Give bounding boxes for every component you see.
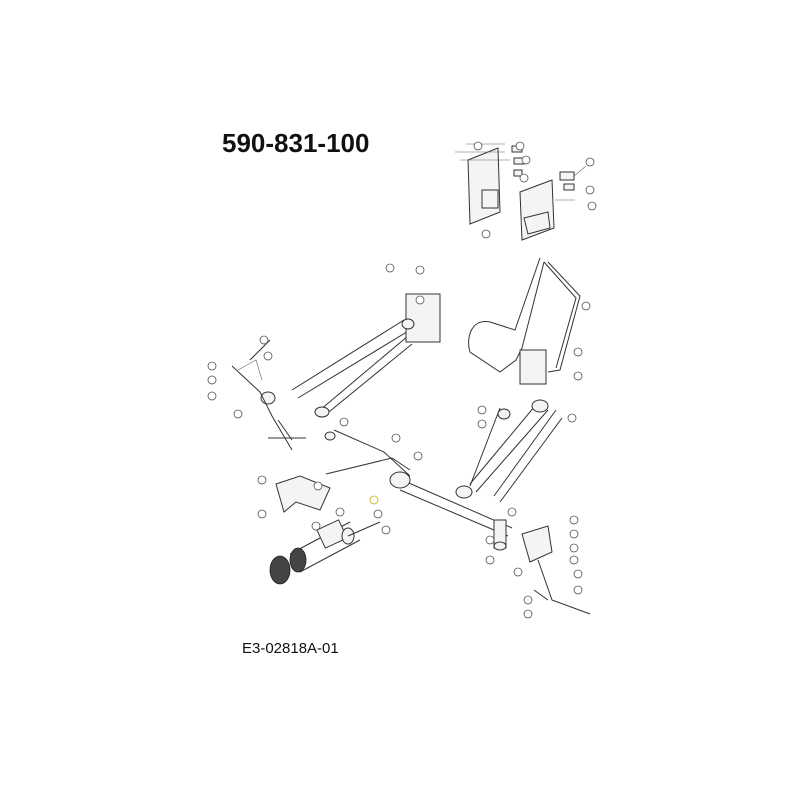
- callout-marker: [523, 609, 533, 619]
- callout-marker: [477, 419, 487, 429]
- callout-marker: [313, 481, 323, 491]
- drive-shaft-coupling: [269, 519, 381, 585]
- callout-marker: [477, 405, 487, 415]
- part-number-title: 590-831-100: [222, 128, 370, 158]
- callout-marker: [581, 301, 591, 311]
- callout-marker: [413, 451, 423, 461]
- callout-marker: [485, 535, 495, 545]
- callout-marker-highlighted: [369, 495, 379, 505]
- callout-marker: [485, 555, 495, 565]
- lift-handle-rod: [468, 257, 581, 385]
- callout-marker: [519, 173, 529, 183]
- callout-marker: [257, 509, 267, 519]
- callout-marker: [373, 509, 383, 519]
- callout-marker: [567, 413, 577, 423]
- callout-marker: [523, 595, 533, 605]
- callout-marker: [585, 185, 595, 195]
- callout-marker: [481, 229, 491, 239]
- callout-marker: [257, 475, 267, 485]
- callout-marker: [473, 141, 483, 151]
- callout-marker: [507, 507, 517, 517]
- callout-marker: [415, 295, 425, 305]
- callout-marker: [207, 361, 217, 371]
- callout-marker: [335, 507, 345, 517]
- callout-marker: [569, 555, 579, 565]
- callout-marker: [587, 201, 597, 211]
- callout-marker: [585, 157, 595, 167]
- callout-marker: [207, 375, 217, 385]
- callout-marker: [573, 585, 583, 595]
- height-adjuster-assembly: [493, 519, 591, 615]
- callout-marker: [207, 391, 217, 401]
- right-linkage-bars: [455, 399, 563, 503]
- callout-marker: [569, 529, 579, 539]
- bracket-assembly-top: [455, 143, 587, 241]
- callout-marker: [259, 335, 269, 345]
- left-linkage-bars: [260, 293, 441, 418]
- callout-marker: [381, 525, 391, 535]
- callout-marker: [573, 569, 583, 579]
- callout-marker: [415, 265, 425, 275]
- callout-marker: [385, 263, 395, 273]
- callout-marker: [233, 409, 243, 419]
- callout-marker: [515, 141, 525, 151]
- callout-marker: [513, 567, 523, 577]
- callout-marker: [391, 433, 401, 443]
- callout-marker: [569, 543, 579, 553]
- callout-markers: [207, 141, 597, 619]
- callout-marker: [521, 155, 531, 165]
- callout-marker: [573, 347, 583, 357]
- callout-marker: [569, 515, 579, 525]
- callout-marker: [311, 521, 321, 531]
- drawing-code: E3-02818A-01: [242, 640, 339, 657]
- callout-marker: [573, 371, 583, 381]
- callout-marker: [339, 417, 349, 427]
- callout-marker: [263, 351, 273, 361]
